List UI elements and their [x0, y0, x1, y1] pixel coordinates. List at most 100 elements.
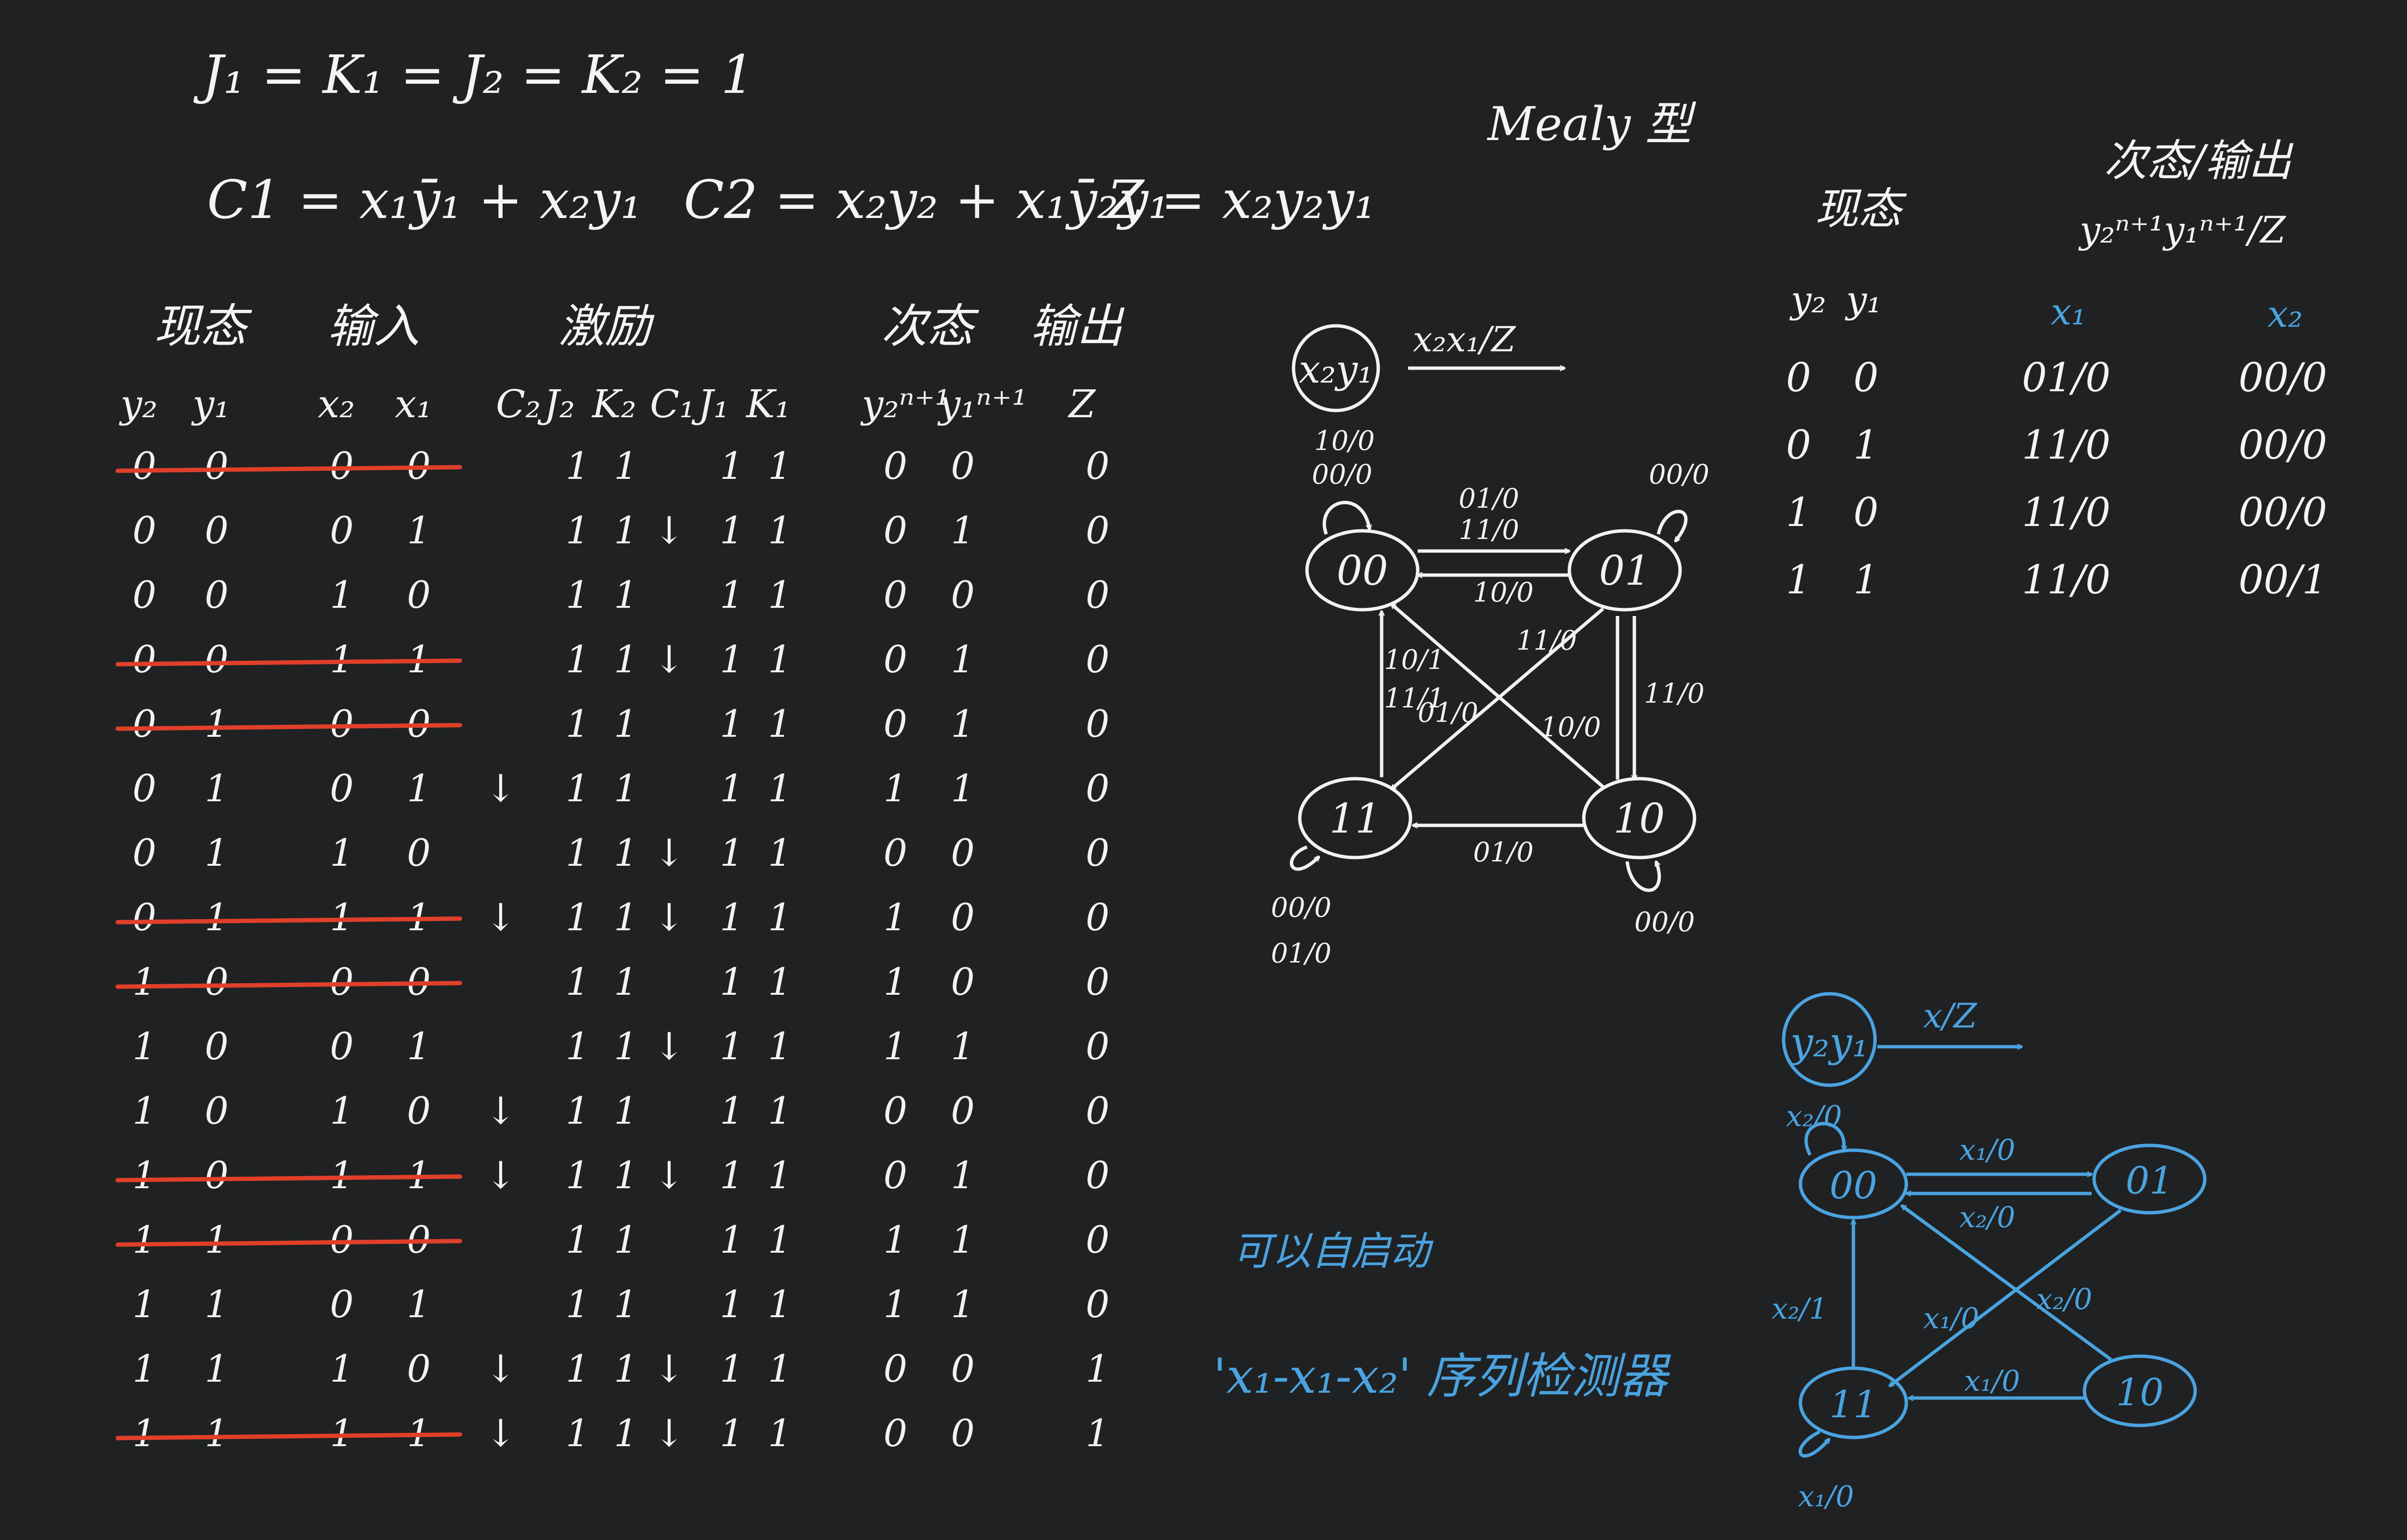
table-cell: 1 [951, 767, 975, 810]
table-cell: 1 [614, 1025, 638, 1068]
table-cell: 1 [566, 1219, 590, 1262]
table-cell: 1 [720, 445, 744, 488]
w-lbl-1100b: 11/1 [1384, 683, 1445, 714]
table-cell: 0 [1086, 1154, 1110, 1197]
w-lbl-self10: 00/0 [1634, 907, 1695, 938]
white-self-11 [1290, 845, 1319, 871]
jk-equation: J₁ = K₁ = J₂ = K₂ = 1 [202, 44, 755, 105]
table-cell: 1 [768, 574, 792, 617]
table-cell: 1 [566, 1025, 590, 1068]
table-cell: 0 [205, 574, 229, 617]
table-cell: 0 [951, 961, 975, 1004]
table-column-header: x₂ [318, 382, 355, 426]
table-cell: 0 [132, 832, 156, 875]
table-cell: 1 [1086, 1412, 1110, 1455]
table-cell: 1 [132, 1348, 156, 1391]
table-cell: 0 [951, 1412, 975, 1455]
table-cell: 1 [614, 1090, 638, 1133]
blue-state-11-label: 11 [1829, 1383, 1877, 1426]
table-cell: 1 [720, 1283, 744, 1326]
table-cell: 1 [768, 1283, 792, 1326]
white-edge-10-00 [1391, 604, 1605, 788]
table-cell: 0 [407, 832, 431, 875]
table-cell: 1 [205, 1219, 229, 1262]
table-cell: 1 [566, 1090, 590, 1133]
table-cell: 0 [951, 445, 975, 488]
blue-self-11 [1799, 1430, 1829, 1458]
table-cell: 0 [951, 832, 975, 875]
table-cell: 1 [768, 1154, 792, 1197]
w-lbl-0001a: 01/0 [1459, 483, 1519, 514]
blue-edge-10-00 [1902, 1204, 2112, 1361]
table-cell: 1 [614, 1283, 638, 1326]
w-lbl-0001b: 11/0 [1459, 514, 1519, 546]
table-cell: 1 [614, 1219, 638, 1262]
table-column-header: C₁ [650, 382, 695, 426]
table-cell: 1 [720, 896, 744, 939]
table-cell: 0 [883, 574, 907, 617]
table-cell: 1 [768, 832, 792, 875]
summary-cell: 1 [1853, 557, 1879, 603]
table-cell: 1 [132, 1025, 156, 1068]
table-group-header: 输出 [1030, 299, 1123, 353]
table-cell: ↓ [485, 767, 517, 810]
w-lbl-self00a: 10/0 [1314, 425, 1375, 457]
table-column-header: J₁ [698, 382, 729, 426]
w-lbl-1000a: 01/0 [1418, 697, 1478, 729]
table-cell: 1 [768, 1090, 792, 1133]
summary-cell: 11/0 [2022, 490, 2111, 536]
table-cell: 1 [614, 638, 638, 681]
table-cell: ↓ [485, 1348, 517, 1391]
table-cell: 1 [566, 896, 590, 939]
w-lbl-self01: 00/0 [1649, 459, 1709, 490]
table-cell: 0 [883, 1090, 907, 1133]
table-cell: ↓ [653, 1025, 685, 1068]
table-cell: 0 [1086, 1283, 1110, 1326]
white-state-10 [1582, 777, 1696, 860]
table-cell: 1 [720, 703, 744, 746]
table-cell: 0 [883, 1348, 907, 1391]
z-equation: Z = x₂y₂y₁ [1107, 169, 1376, 231]
summary-cell: 01/0 [2022, 355, 2111, 401]
w-lbl-0110: 11/0 [1644, 678, 1705, 709]
table-cell: ↓ [653, 1348, 685, 1391]
table-cell: 0 [330, 767, 354, 810]
summary-cell: 0 [1853, 355, 1879, 401]
table-cell: 0 [330, 509, 354, 552]
table-cell: 0 [951, 1090, 975, 1133]
summary-present-header: 现态 [1815, 184, 1902, 234]
table-cell: 1 [132, 1154, 156, 1197]
table-cell: 1 [566, 767, 590, 810]
white-edge-01-11 [1391, 607, 1605, 789]
table-cell: 1 [614, 574, 638, 617]
table-cell: 1 [407, 509, 431, 552]
summary-next-subheader: y₂ⁿ⁺¹y₁ⁿ⁺¹/Z [2080, 208, 2286, 251]
table-cell: 0 [951, 1348, 975, 1391]
table-cell: 1 [205, 1283, 229, 1326]
table-cell: 0 [132, 703, 156, 746]
table-cell: 0 [1086, 896, 1110, 939]
table-cell: 1 [205, 1348, 229, 1391]
summary-cell: 00/1 [2239, 557, 2328, 603]
table-cell: 0 [1086, 832, 1110, 875]
table-cell: 1 [768, 1412, 792, 1455]
c1-equation: C1 = x₁ȳ₁ + x₂y₁ [207, 169, 642, 231]
table-cell: 0 [205, 445, 229, 488]
w-lbl-1100a: 10/1 [1384, 644, 1445, 676]
table-cell: 0 [205, 1025, 229, 1068]
table-cell: 1 [205, 767, 229, 810]
table-cell: 0 [1086, 574, 1110, 617]
table-cell: 1 [614, 767, 638, 810]
white-state-11 [1298, 777, 1412, 860]
detector-note: 'x₁-x₁-x₂' 序列检测器 [1213, 1348, 1668, 1404]
w-lbl-self00b: 00/0 [1312, 459, 1372, 490]
table-cell: 1 [330, 832, 354, 875]
blue-state-10-label: 10 [2116, 1371, 2163, 1414]
w-lbl-1000b: 10/0 [1540, 712, 1601, 743]
table-cell: 0 [205, 638, 229, 681]
table-cell: 0 [205, 1154, 229, 1197]
table-column-header: y₂ [120, 382, 158, 426]
white-state-01 [1567, 529, 1682, 612]
b-lbl-1011: x₁/0 [1964, 1364, 2020, 1398]
